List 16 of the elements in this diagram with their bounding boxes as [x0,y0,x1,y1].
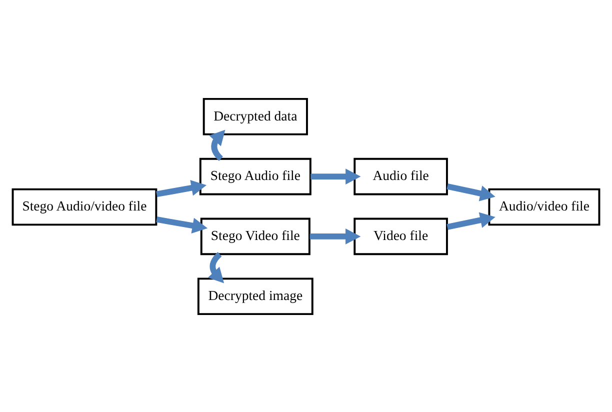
arrow [310,228,361,244]
node-box: Video file [354,217,448,255]
arrow [156,180,207,197]
node-box: Stego Audio/video file [12,188,158,226]
arrow [310,168,361,184]
arrow [446,182,496,201]
node-box: Stego Audio file [199,157,312,195]
arrow [446,212,496,230]
arrow [209,129,226,160]
node-box: Decrypted data [202,97,308,135]
node-box: Stego Video file [200,217,310,255]
arrow [156,216,208,234]
node-box: Audio file [354,157,448,195]
node-box: Audio/video file [488,188,600,226]
arrow [208,252,224,283]
node-box: Decrypted image [197,277,314,315]
